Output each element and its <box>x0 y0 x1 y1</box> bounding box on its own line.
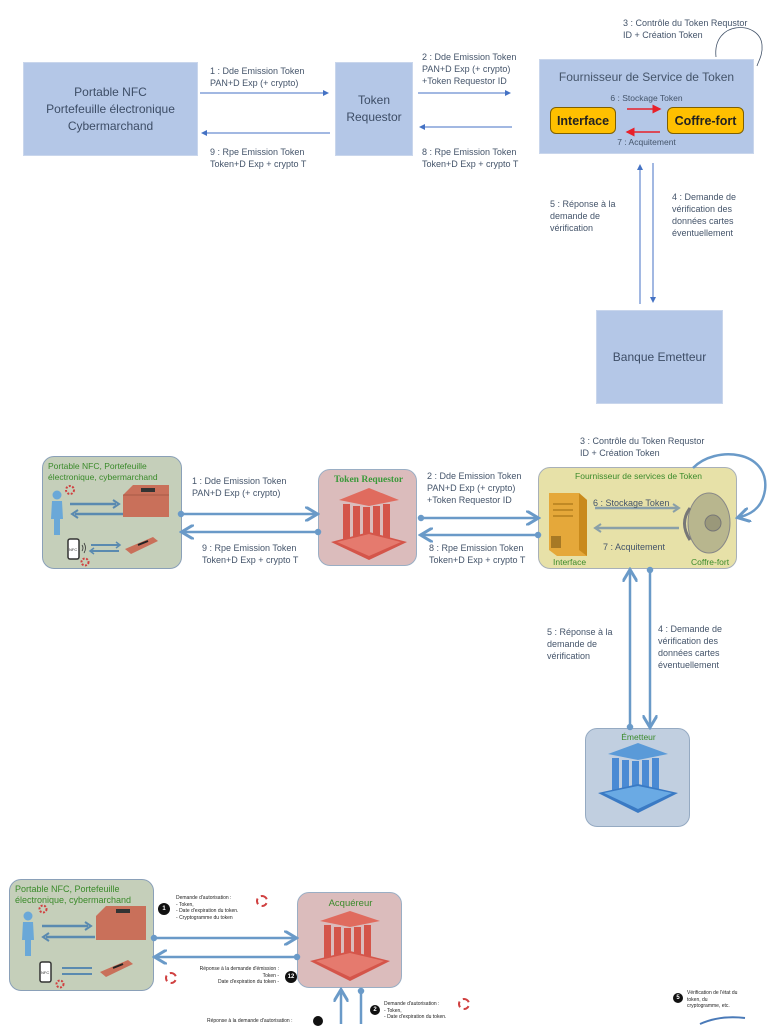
diagram1-arrows <box>200 27 763 304</box>
vault-label: Coffre-fort <box>674 113 737 128</box>
token-requestor-label-1: Token <box>357 93 391 107</box>
arrow-step3-loop <box>715 27 763 67</box>
token-requestor-box[interactable]: Token Requestor <box>335 62 413 156</box>
svg-text:NFC: NFC <box>41 970 49 975</box>
step7-label: 7 : Acquitement <box>617 137 676 147</box>
vault-icon <box>683 492 731 554</box>
token-service-provider-box[interactable]: Fournisseur de Service de Token 6 : Stoc… <box>539 59 754 154</box>
token-service-provider-box-2[interactable]: Fournisseur de services de Token 6 : Sto… <box>538 467 737 569</box>
wallet-label-3: Cybermarchand <box>67 118 154 133</box>
issuer-bank-label: Banque Emetteur <box>612 350 707 364</box>
token-gear-icon <box>256 895 268 907</box>
server-icon <box>549 493 587 556</box>
acquirer-title: Acquéreur <box>328 898 373 909</box>
issuer-bank-box[interactable]: Banque Emetteur <box>596 310 723 404</box>
provider-title: Fournisseur de Service de Token <box>558 70 735 84</box>
message-12-text: Réponse à la demande d'émission : Token … <box>199 966 279 985</box>
step6-label-2: 6 : Stockage Token <box>593 498 670 508</box>
token-gear-icon <box>458 998 470 1010</box>
building-icon-red-3 <box>310 911 390 981</box>
step-badge-1: 1 <box>158 903 170 915</box>
message-5-text: Vérification de l'état du token, du cryp… <box>687 990 738 1009</box>
message-2-text: Demande d'autorisation : - Token, - Date… <box>384 1001 447 1020</box>
svg-text:NFC: NFC <box>69 547 77 552</box>
acquirer-box[interactable]: Acquéreur <box>297 892 402 988</box>
step7-label-2: 7 : Acquitement <box>603 542 666 552</box>
shop-icon <box>123 485 169 517</box>
step-badge-2: 2 <box>370 1005 380 1015</box>
vault-label-2: Coffre-fort <box>691 557 730 567</box>
token-gear-icon <box>65 485 75 495</box>
interface-box[interactable]: Interface <box>550 107 616 134</box>
wallet-box[interactable]: Portable NFC Portefeuille électronique C… <box>23 62 198 156</box>
arrow-step3-loop-2 <box>692 453 767 517</box>
smartphone-nfc-icon: NFC <box>67 538 86 560</box>
token-gear-icon <box>165 972 177 984</box>
issuer-title-2: Émetteur <box>621 732 656 742</box>
interface-label: Interface <box>556 113 610 128</box>
token-gear-icon <box>80 557 90 567</box>
wallet-illustration-3: NFC <box>22 904 146 989</box>
issuer-box-2[interactable]: Émetteur <box>585 728 690 827</box>
token-requestor-title-2: Token Requestor <box>333 475 404 485</box>
payment-terminal-icon <box>125 537 158 554</box>
wallet-label-1: Portable NFC <box>74 84 147 99</box>
wallet-label-2: Portefeuille électronique <box>46 101 175 116</box>
message-1-text: Demande d'autorisation : - Token, - Date… <box>176 895 239 921</box>
vault-outline-partial <box>699 1016 746 1025</box>
interface-label-2: Interface <box>553 557 587 567</box>
step-badge-12: 12 <box>285 971 297 983</box>
building-icon-blue <box>598 743 678 813</box>
person-icon <box>51 490 63 535</box>
step-badge-11 <box>313 1016 323 1026</box>
token-requestor-box-2[interactable]: Token Requestor <box>318 469 417 566</box>
wallet-illustration: NFC <box>51 485 169 567</box>
provider-title-2: Fournisseur de services de Token <box>575 471 702 481</box>
token-requestor-label-2: Requestor <box>346 110 402 124</box>
step6-label: 6 : Stockage Token <box>610 93 683 103</box>
provider-illustration <box>549 492 731 556</box>
message-11-text: Réponse à la demande d'autorisation : <box>207 1018 293 1024</box>
vault-box[interactable]: Coffre-fort <box>667 107 744 134</box>
step-badge-5: 5 <box>673 993 683 1003</box>
building-icon-red <box>331 488 407 560</box>
